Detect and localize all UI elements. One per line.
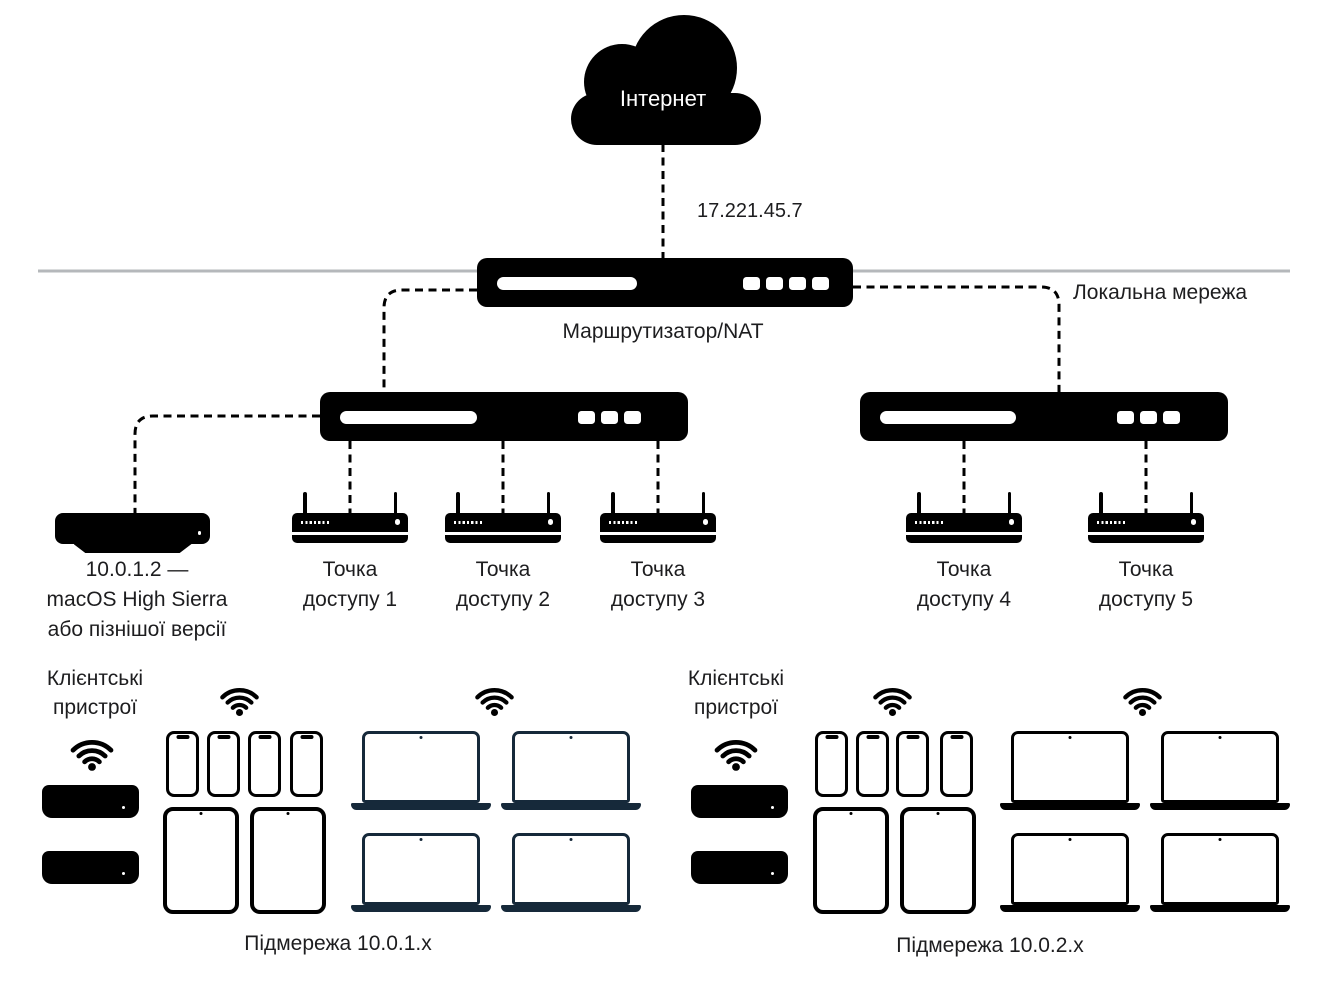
antenna-icon: [917, 492, 921, 516]
subnet-1-label: Підмережа 10.0.1.x: [244, 932, 432, 955]
tablet-icon: [900, 807, 976, 914]
laptop-icon: [501, 731, 641, 810]
power-led-icon: [197, 531, 201, 535]
settop-box-icon: [42, 785, 139, 818]
switch-2-device: [860, 392, 1228, 441]
connector-router-switch2: [853, 285, 1061, 392]
access-point-4-label: Точка доступу 4: [916, 558, 1012, 611]
antenna-icon: [611, 492, 615, 516]
switch-2-vent-slot: [880, 411, 1016, 424]
mac-server-device: [55, 513, 210, 553]
phone-icon: [815, 731, 848, 797]
access-point-1-device: [292, 492, 408, 543]
port-dots-icon: [915, 521, 944, 524]
port-dots-icon: [609, 521, 638, 524]
antenna-icon: [393, 492, 397, 516]
settop-box-icon: [42, 851, 139, 884]
port-dots-icon: [1097, 521, 1126, 524]
status-led-icon: [547, 519, 553, 525]
port-dots-icon: [301, 521, 330, 524]
antenna-icon: [456, 492, 460, 516]
antenna-icon: [546, 492, 550, 516]
internet-label: Інтернет: [619, 86, 707, 111]
antenna-icon: [303, 492, 307, 516]
power-led-icon: [122, 806, 125, 809]
access-point-4-device: [906, 492, 1022, 543]
phone-icon: [166, 731, 199, 797]
router-vent-slot: [497, 277, 637, 290]
access-point-3-label: Точка доступу 3: [610, 558, 706, 611]
wan-ip-label: 17.221.45.7: [697, 200, 803, 222]
antenna-icon: [1007, 492, 1011, 516]
wifi-icon: [869, 680, 916, 716]
access-point-1-label: Точка доступу 1: [302, 558, 398, 611]
tablet-icon: [250, 807, 326, 914]
connector-switch1-server: [133, 414, 320, 513]
antenna-icon: [1189, 492, 1193, 516]
access-point-5-device: [1088, 492, 1204, 543]
tablet-icon: [163, 807, 239, 914]
router-nat-device: [477, 258, 853, 307]
mac-server-body: [55, 513, 210, 544]
settop-box-icon: [691, 851, 788, 884]
access-point-3-device: [600, 492, 716, 543]
client-devices-label-2: Клієнтські пристрої: [687, 667, 785, 719]
switch-1-device: [320, 392, 688, 441]
switch-1-port-lights: [578, 411, 641, 424]
phone-icon: [856, 731, 889, 797]
wifi-icon: [66, 731, 118, 771]
laptop-icon: [1000, 731, 1140, 810]
laptop-icon: [351, 731, 491, 810]
wifi-icon: [216, 680, 263, 716]
access-point-2-device: [445, 492, 561, 543]
power-led-icon: [771, 872, 774, 875]
switch-2-port-lights: [1117, 411, 1180, 424]
port-dots-icon: [454, 521, 483, 524]
laptop-icon: [1150, 731, 1290, 810]
laptop-icon: [501, 833, 641, 912]
mac-server-label: 10.0.1.2 — macOS High Sierra або пізнішо…: [46, 558, 228, 641]
tablet-icon: [813, 807, 889, 914]
wifi-icon: [1119, 680, 1166, 716]
laptop-icon: [351, 833, 491, 912]
wifi-icon: [710, 731, 762, 771]
phone-icon: [940, 731, 973, 797]
power-led-icon: [771, 806, 774, 809]
connector-router-switch1: [382, 288, 477, 392]
phone-icon: [207, 731, 240, 797]
phone-icon: [896, 731, 929, 797]
local-network-label: Локальна мережа: [1073, 281, 1248, 304]
access-point-2-label: Точка доступу 2: [455, 558, 551, 611]
wifi-icon: [471, 680, 518, 716]
power-led-icon: [122, 872, 125, 875]
access-point-5-label: Точка доступу 5: [1098, 558, 1194, 611]
phone-icon: [248, 731, 281, 797]
status-led-icon: [702, 519, 708, 525]
status-led-icon: [1008, 519, 1014, 525]
phone-icon: [290, 731, 323, 797]
antenna-icon: [1099, 492, 1103, 516]
mac-server-base: [73, 544, 192, 553]
router-label: Маршрутизатор/NAT: [562, 320, 764, 343]
laptop-icon: [1150, 833, 1290, 912]
status-led-icon: [1190, 519, 1196, 525]
client-devices-label-1: Клієнтські пристрої: [46, 667, 144, 719]
internet-cloud-icon: [571, 15, 761, 145]
antenna-icon: [701, 492, 705, 516]
router-port-lights: [743, 277, 829, 290]
laptop-icon: [1000, 833, 1140, 912]
switch-1-vent-slot: [340, 411, 477, 424]
subnet-2-label: Підмережа 10.0.2.x: [896, 934, 1084, 957]
settop-box-icon: [691, 785, 788, 818]
status-led-icon: [394, 519, 400, 525]
